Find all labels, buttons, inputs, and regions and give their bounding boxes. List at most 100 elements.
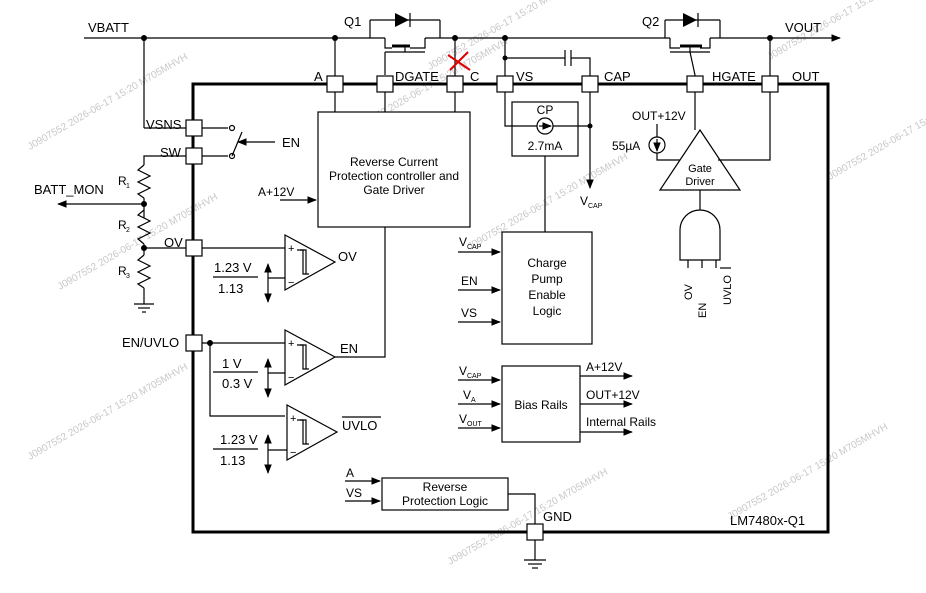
- q2-mosfet: Q2: [642, 13, 721, 76]
- ov-comparator: [284, 233, 337, 292]
- out12v-label: OUT+12V: [632, 109, 686, 123]
- switch-en-label: EN: [282, 135, 300, 150]
- r2-sub: 2: [126, 227, 130, 234]
- resistor-r1: [136, 164, 152, 199]
- watermark: J0907552 2026-06-17 15:20 M705MHVH: [826, 82, 926, 183]
- ov-comp-output: OV: [338, 249, 357, 264]
- pin-cap: [581, 75, 599, 93]
- uvlo-comp-output: UVLO: [342, 418, 377, 433]
- red-cross-mark: [447, 51, 471, 71]
- reverse-current-block: [317, 111, 471, 228]
- cpel-line1: Charge: [527, 256, 567, 270]
- q1-mosfet: Q1: [344, 13, 441, 75]
- pin-vs: [496, 75, 514, 93]
- pin-ov-label: OV: [164, 235, 183, 250]
- bias-input-vout-sub: OUT: [467, 421, 483, 428]
- pin-out-label: OUT: [792, 69, 820, 84]
- en-thresh-lo: 0.3 V: [222, 376, 253, 391]
- net-vbatt-label: VBATT: [88, 20, 129, 35]
- cp-current-label: 2.7mA: [528, 139, 563, 153]
- and-gate: [679, 209, 721, 261]
- bias-output-a12: A+12V: [586, 360, 622, 374]
- and-input-ov: OV: [683, 283, 695, 300]
- bias-rails-label: Bias Rails: [514, 398, 567, 412]
- net-vout-label: VOUT: [785, 20, 821, 35]
- pin-sw-label: SW: [160, 145, 182, 160]
- pin-c: [446, 75, 464, 93]
- uvlo-comparator: [286, 403, 339, 462]
- watermark: J0907552 2026-06-17 15:20 M705MHVH: [726, 422, 890, 523]
- en-switch: [231, 131, 243, 157]
- cpel-line3: Enable: [528, 288, 566, 302]
- vcap-output-sub: CAP: [588, 203, 603, 210]
- pin-ov: [185, 239, 203, 257]
- pin-cap-label: CAP: [604, 69, 631, 84]
- batt-mon-label: BATT_MON: [34, 182, 104, 197]
- uvlo-thresh-hi: 1.23 V: [220, 432, 258, 447]
- svg-text:+: +: [290, 413, 296, 425]
- a12v-input-label: A+12V: [258, 185, 294, 199]
- q2-label: Q2: [642, 14, 659, 29]
- cpel-line2: Pump: [531, 272, 563, 286]
- uvlo-thresh-lo: 1.13: [220, 453, 245, 468]
- bias-input-vout: V: [459, 412, 467, 426]
- charge-pump-enable-logic-block: [501, 231, 593, 345]
- pin-vs-label: VS: [516, 69, 534, 84]
- pin-gnd-label: GND: [543, 509, 572, 524]
- bias-rails-block: [501, 365, 581, 443]
- r2-label: R: [118, 218, 127, 232]
- reverse-protection-logic-block: [381, 477, 509, 511]
- chip-name: LM7480x-Q1: [730, 513, 805, 528]
- bias-input-vcap-sub: CAP: [467, 373, 482, 380]
- en-comparator: [284, 328, 337, 387]
- cpel-input-vcap: V: [459, 235, 467, 249]
- cp-label: CP: [537, 103, 554, 117]
- ov-thresh-lo: 1.13: [218, 281, 243, 296]
- cpel-input-vcap-sub: CAP: [467, 244, 482, 251]
- pin-vsns-label: VSNS: [146, 117, 182, 132]
- pin-en-uvlo-label: EN/UVLO: [122, 335, 179, 350]
- r3-sub: 3: [126, 273, 130, 280]
- vcap-output-label: V: [580, 194, 588, 208]
- r1-sub: 1: [126, 183, 130, 190]
- watermark: J0907552 2026-06-17 15:20 M705MHVH: [26, 52, 190, 153]
- rpl-line2: Protection Logic: [402, 494, 488, 508]
- resistor-r2: [136, 209, 152, 245]
- pin-hgate-label: HGATE: [712, 69, 756, 84]
- and-input-en: EN: [697, 303, 709, 318]
- r1-label: R: [118, 174, 127, 188]
- svg-text:−: −: [290, 447, 296, 459]
- en-thresh-hi: 1 V: [222, 356, 242, 371]
- cpel-line4: Logic: [533, 304, 562, 318]
- pin-hgate: [686, 75, 704, 93]
- and-input-uvlo: UVLO: [722, 275, 734, 305]
- rpl-input-a: A: [346, 466, 354, 480]
- pin-dgate: [376, 75, 394, 93]
- pin-a: [326, 75, 344, 93]
- pin-a-label: A: [314, 69, 323, 84]
- pin-gnd: [526, 523, 544, 541]
- cpel-input-en: EN: [461, 274, 478, 288]
- reverse-current-line1: Reverse Current: [350, 155, 439, 169]
- gate-driver-line1: Gate: [688, 163, 712, 175]
- bias-input-vcap: V: [459, 364, 467, 378]
- svg-text:+: +: [288, 243, 294, 255]
- pin-out: [761, 75, 779, 93]
- rpl-input-vs: VS: [346, 486, 362, 500]
- reverse-current-line2: Protection controller and: [329, 169, 459, 183]
- bias-input-va-sub: A: [471, 397, 476, 404]
- q1-label: Q1: [344, 14, 361, 29]
- watermark: J0907552 2026-06-17 15:20 M705MHVH: [26, 362, 190, 463]
- pin-c-label: C: [470, 69, 479, 84]
- bias-input-va: V: [463, 388, 471, 402]
- rpl-line1: Reverse: [423, 480, 468, 494]
- ov-thresh-hi: 1.23 V: [214, 260, 252, 275]
- svg-text:−: −: [288, 372, 294, 384]
- cpel-input-vs: VS: [461, 306, 477, 320]
- pin-en-uvlo: [185, 334, 203, 352]
- gate-driver-line2: Driver: [685, 176, 715, 188]
- pin-dgate-label: DGATE: [395, 69, 439, 84]
- r3-label: R: [118, 264, 127, 278]
- pin-sw: [185, 147, 203, 165]
